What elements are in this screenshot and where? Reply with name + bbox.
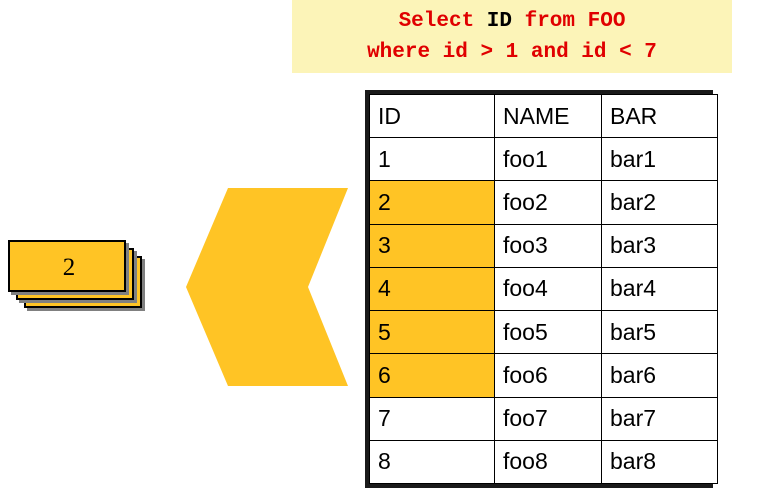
cell-bar: bar7: [601, 396, 718, 441]
foo-table-head: ID NAME BAR: [369, 94, 718, 138]
cell-bar: bar2: [601, 180, 718, 225]
cell-name: foo5: [494, 309, 602, 355]
sql-query-line-1: Select ID from FOO: [292, 6, 732, 37]
flow-arrow: [180, 182, 355, 392]
sql-column-id: ID: [486, 10, 512, 33]
sql-query-line-2: where id > 1 and id < 7: [367, 41, 657, 64]
cell-id: 5: [369, 309, 495, 355]
table-header-row: ID NAME BAR: [369, 94, 718, 138]
cell-id: 7: [369, 396, 495, 441]
cell-id: 6: [369, 353, 495, 398]
cell-bar: bar1: [601, 136, 718, 182]
cell-id: 8: [369, 439, 495, 485]
column-header-name: NAME: [494, 94, 602, 138]
result-card-front: 2: [8, 240, 126, 292]
column-header-bar: BAR: [601, 94, 718, 138]
cell-name: foo8: [494, 439, 602, 485]
sql-query-banner: Select ID from FOO where id > 1 and id <…: [292, 0, 732, 73]
result-card-value: 2: [62, 254, 76, 281]
cell-id: 2: [369, 180, 495, 225]
cell-bar: bar6: [601, 353, 718, 398]
cell-id: 1: [369, 136, 495, 182]
cell-bar: bar5: [601, 309, 718, 355]
cell-name: foo7: [494, 396, 602, 441]
result-card-stack: 2: [8, 240, 158, 320]
cell-name: foo3: [494, 223, 602, 268]
cell-id: 4: [369, 266, 495, 312]
cell-bar: bar8: [601, 439, 718, 485]
cell-id: 3: [369, 223, 495, 268]
cell-bar: bar3: [601, 223, 718, 268]
cell-bar: bar4: [601, 266, 718, 312]
cell-name: foo4: [494, 266, 602, 312]
sql-from-clause: from FOO: [512, 10, 626, 33]
cell-name: foo6: [494, 353, 602, 398]
sql-keyword-select: Select: [398, 10, 487, 33]
column-header-id: ID: [369, 94, 495, 138]
flow-arrow-icon: [186, 188, 348, 386]
cell-name: foo2: [494, 180, 602, 225]
cell-name: foo1: [494, 136, 602, 182]
